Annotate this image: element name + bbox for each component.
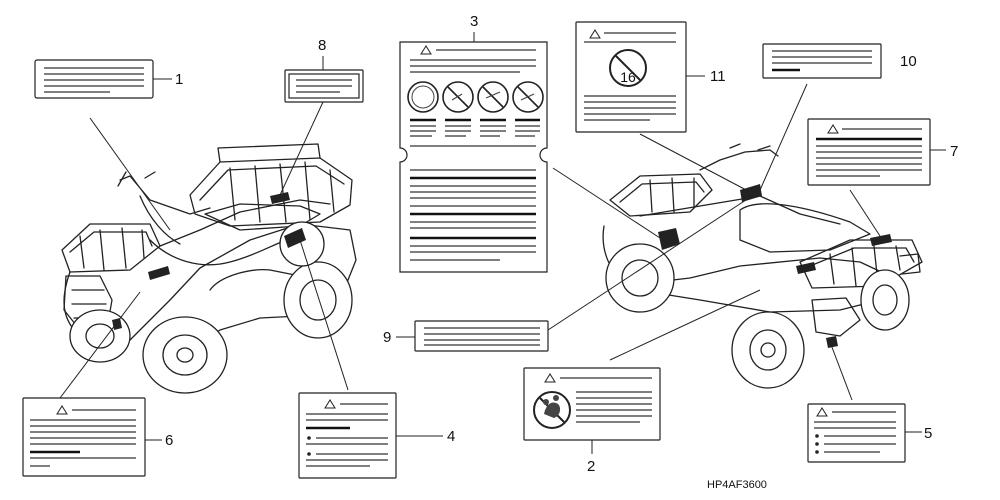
leader-lines bbox=[59, 32, 946, 454]
label-5-sticker bbox=[807, 403, 906, 463]
atv-front-view bbox=[61, 143, 357, 394]
label-7-sticker bbox=[807, 118, 931, 186]
callout-2: 2 bbox=[587, 458, 595, 475]
part-code: HP4AF3600 bbox=[707, 479, 767, 491]
bullet-dot bbox=[307, 452, 311, 456]
callout-6: 6 bbox=[165, 432, 173, 449]
warning-triangle-icon bbox=[816, 407, 828, 417]
no-passenger-icon bbox=[533, 391, 571, 429]
callout-1: 1 bbox=[175, 71, 183, 88]
label-1-sticker bbox=[34, 59, 154, 99]
bullet-dot bbox=[815, 450, 819, 454]
label-9-sticker bbox=[414, 320, 549, 352]
callout-4: 4 bbox=[447, 428, 455, 445]
prohibition-icon bbox=[477, 81, 509, 113]
age-restriction-icon: 16 bbox=[609, 49, 647, 87]
label-3-sticker bbox=[399, 41, 548, 273]
label-11-sticker: 16 bbox=[575, 21, 687, 133]
prohibition-icon bbox=[512, 81, 544, 113]
label-10-sticker bbox=[762, 43, 882, 79]
warning-triangle-icon bbox=[589, 29, 601, 39]
bullet-dot bbox=[815, 442, 819, 446]
prohibition-icon bbox=[407, 81, 439, 113]
prohibition-icon bbox=[442, 81, 474, 113]
label-8-sticker bbox=[284, 69, 364, 103]
label-6-sticker bbox=[22, 397, 146, 477]
atv-rear-view bbox=[602, 143, 923, 389]
age-restriction-text: 16 bbox=[620, 69, 636, 85]
warning-triangle-icon bbox=[827, 124, 839, 134]
callout-7: 7 bbox=[950, 143, 958, 160]
label-2-sticker bbox=[523, 367, 661, 441]
callout-9: 9 bbox=[383, 329, 391, 346]
label-4-sticker bbox=[298, 392, 397, 479]
callout-10: 10 bbox=[900, 53, 917, 70]
callout-8: 8 bbox=[318, 37, 326, 54]
bullet-dot bbox=[815, 434, 819, 438]
warning-triangle-icon bbox=[420, 45, 432, 55]
callout-3: 3 bbox=[470, 13, 478, 30]
bullet-dot bbox=[307, 436, 311, 440]
warning-triangle-icon bbox=[56, 405, 68, 415]
warning-triangle-icon bbox=[544, 373, 556, 383]
warning-triangle-icon bbox=[324, 399, 336, 409]
callout-5: 5 bbox=[924, 425, 932, 442]
callout-11: 11 bbox=[710, 68, 726, 85]
